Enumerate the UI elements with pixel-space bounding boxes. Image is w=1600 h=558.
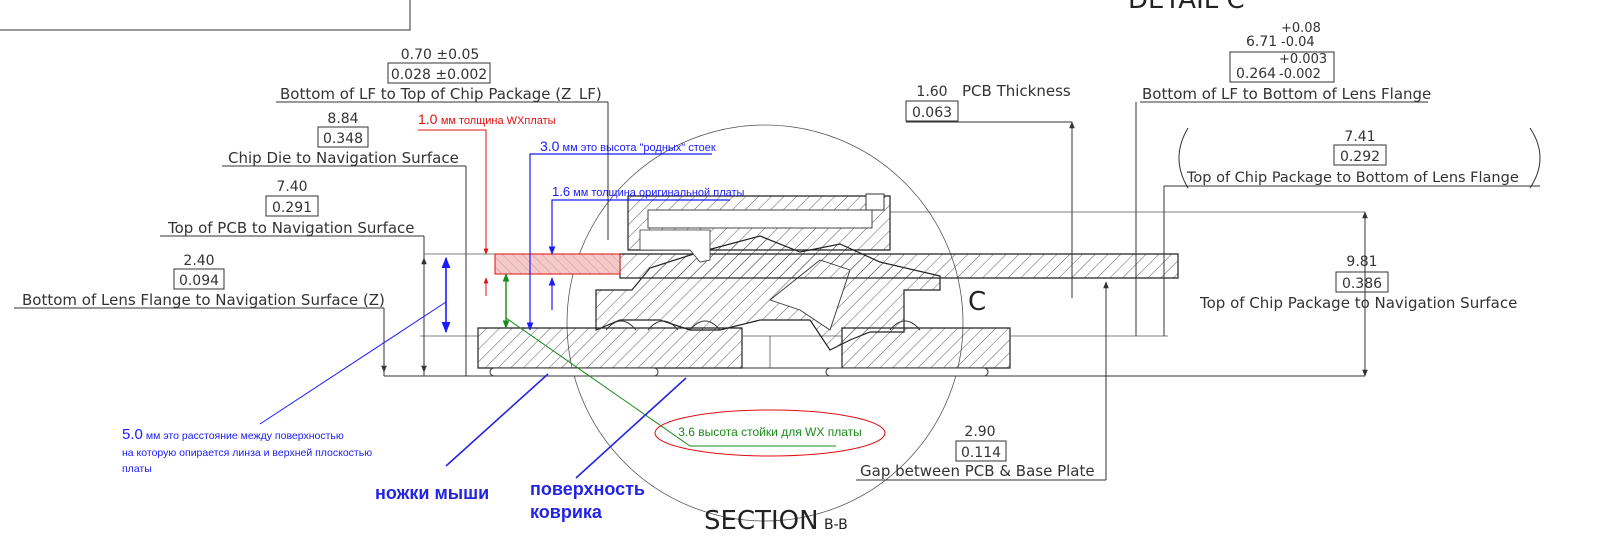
- detail-label: DETAIL C: [1128, 0, 1245, 15]
- dim-lf-flange-minus: -0.04: [1281, 35, 1315, 50]
- dim-lf-flange-inch: 0.264: [1236, 66, 1276, 82]
- dim-chip-flange-metric: 7.41: [1344, 129, 1375, 145]
- dim-gap-label: Gap between PCB & Base Plate: [860, 462, 1095, 480]
- green-note-oval: [654, 409, 886, 457]
- dim-pcb-nav-label: Top of PCB to Navigation Surface: [167, 219, 415, 237]
- dim-z-inch: 0.094: [179, 273, 219, 289]
- assembly: [477, 124, 1179, 522]
- dim-chip-flange-inch: 0.292: [1340, 149, 1380, 165]
- dim-lf-flange-inch-plus: +0.003: [1279, 52, 1327, 67]
- dim-gap-inch: 0.114: [961, 445, 1001, 461]
- dimension-lines: [14, 101, 1541, 481]
- dim-lf-flange-inch-minus: -0.002: [1279, 67, 1321, 82]
- dim-chip-nav-inch: 0.386: [1342, 276, 1382, 292]
- dim-pcb-th-inch: 0.063: [912, 105, 952, 121]
- note-blue-50: 5.0 мм это расстояние между поверхностью: [122, 426, 344, 443]
- note-red-wx: 1.0 мм толщина WXплаты: [418, 111, 556, 127]
- mouse-foot-right: [825, 367, 989, 377]
- dim-z-lf-metric: 0.70 ±0.05: [401, 47, 480, 63]
- dim-die-metric: 8.84: [327, 111, 358, 127]
- dim-chip-flange-label: Top of Chip Package to Bottom of Lens Fl…: [1186, 170, 1519, 186]
- detail-circle: [566, 124, 964, 522]
- dim-z-lf-label: Bottom of LF to Top of Chip Package (Z_L…: [280, 85, 602, 104]
- dim-chip-nav-metric: 9.81: [1346, 254, 1377, 270]
- note-blue-50-line2: на которую опирается линза и верхней пло…: [122, 447, 372, 459]
- note-blue-16: 1.6 мм толщина оригинальной платы: [552, 184, 745, 199]
- mouse-foot-left: [489, 367, 659, 377]
- dim-z-label: Bottom of Lens Flange to Navigation Surf…: [22, 291, 385, 309]
- dimension-texts: 0.70 ±0.05 0.028 ±0.002 Bottom of LF to …: [22, 21, 1519, 536]
- note-blue-50-line3: платы: [122, 463, 152, 475]
- base-plate-right: [841, 327, 1011, 369]
- dim-gap-metric: 2.90: [964, 424, 995, 440]
- section-title: SECTION: [704, 506, 819, 536]
- base-plate: [477, 327, 743, 369]
- dim-z-metric: 2.40: [183, 253, 214, 269]
- note-green-36: 3.6 высота стойки для WX платы: [678, 425, 862, 439]
- dim-lf-flange-label: Bottom of LF to Bottom of Lens Flange: [1142, 85, 1431, 103]
- label-pad-surface-1: поверхность: [530, 479, 645, 499]
- dim-pcb-nav-inch: 0.291: [272, 200, 312, 216]
- chip-top: [647, 209, 873, 229]
- dim-pcb-th-label: PCB Thickness: [962, 82, 1071, 100]
- section-suffix: B-B: [824, 517, 848, 533]
- dim-die-label: Chip Die to Navigation Surface: [228, 149, 459, 167]
- title-block-fragment: [0, 0, 411, 31]
- dim-z-lf-inch: 0.028 ±0.002: [391, 67, 487, 83]
- label-mouse-feet: ножки мыши: [375, 483, 489, 503]
- dim-lf-flange-metric: 6.71: [1246, 34, 1277, 50]
- label-pad-surface-2: коврика: [530, 502, 603, 522]
- dim-chip-nav-label: Top of Chip Package to Navigation Surfac…: [1199, 294, 1517, 312]
- dim-pcb-th-metric: 1.60: [916, 84, 947, 100]
- dim-die-inch: 0.348: [323, 131, 363, 147]
- dim-lf-flange-plus: +0.08: [1281, 21, 1321, 36]
- dim-pcb-nav-metric: 7.40: [276, 179, 307, 195]
- note-blue-30: 3.0 мм это высота "родных" стоек: [540, 138, 716, 154]
- detail-callout: C: [968, 287, 986, 317]
- annotations: 1.0 мм толщина WXплаты 3.0 мм это высота…: [122, 111, 886, 522]
